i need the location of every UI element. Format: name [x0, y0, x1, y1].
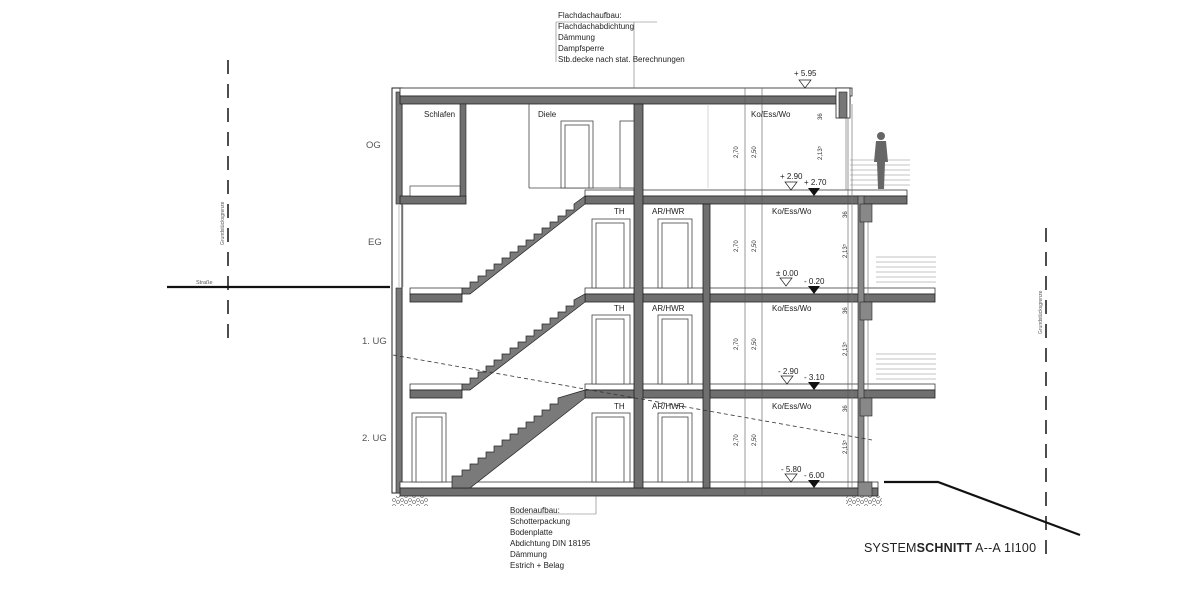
human-scale-figure — [874, 132, 888, 189]
level-label-eg: EG — [368, 237, 382, 248]
elevation-ug2-finish: - 6.00 — [804, 471, 825, 480]
title-prefix: SYSTEM — [864, 541, 917, 555]
floor-layer: Dämmung — [510, 550, 547, 559]
dimension-clear: 2,50 — [752, 434, 758, 446]
room-label: AR/HWR — [652, 304, 685, 313]
drawing-title: SYSTEMSCHNITT A--A 1I100 — [864, 541, 1036, 555]
building-envelope — [391, 87, 404, 494]
floor-layer: Estrich + Belag — [510, 561, 565, 570]
floor-slabs — [392, 189, 936, 506]
room-label: Ko/Ess/Wo — [772, 402, 812, 411]
dimension-lines — [744, 88, 849, 496]
roof-layer: Dämmung — [558, 33, 595, 42]
staircases — [451, 195, 586, 489]
roof-build-up-heading: Flachdachaufbau: — [558, 11, 622, 20]
elevation-eg-finish: - 0.20 — [804, 277, 825, 286]
dimension-window: 2,13⁵ — [843, 341, 849, 356]
dimension-clear: 2,50 — [752, 240, 758, 252]
dimension-lintel: 36 — [843, 307, 849, 314]
dimension-storey: 2,70 — [734, 434, 740, 446]
room-label: Ko/Ess/Wo — [772, 304, 812, 313]
dimension-storey: 2,70 — [734, 240, 740, 252]
room-label: Ko/Ess/Wo — [772, 207, 812, 216]
elevation-ug1-finish: - 3.10 — [804, 373, 825, 382]
dimension-clear: 2,50 — [752, 338, 758, 350]
elevation-eg-raw: ± 0.00 — [776, 269, 799, 278]
terrain-line-right — [884, 480, 1081, 537]
doors — [411, 120, 693, 483]
property-boundary-label-right: Grundstücksgrenze — [1038, 290, 1044, 334]
room-label: Ko/Ess/Wo — [751, 110, 791, 119]
level-label-og: OG — [366, 140, 381, 151]
title-suffix: A--A 1I100 — [972, 541, 1037, 555]
dimension-window: 2,13⁵ — [818, 145, 824, 160]
property-boundary-label-left: Grundstücksgrenze — [220, 201, 226, 245]
right-facade — [845, 104, 873, 497]
roof-layer: Dampfsperre — [558, 44, 605, 53]
roof-slab — [399, 87, 853, 119]
room-label: TH — [614, 402, 625, 411]
roof-layer: Stb.decke nach stat. Berechnungen — [558, 55, 685, 64]
note-leaders — [510, 21, 657, 515]
elevation-og-raw: + 2.90 — [780, 172, 803, 181]
room-label: Schlafen — [424, 110, 456, 119]
dimension-clear: 2,50 — [752, 146, 758, 158]
floor-layer: Bodenplatte — [510, 528, 553, 537]
room-label: AR/HWR — [652, 402, 685, 411]
room-label: AR/HWR — [652, 207, 685, 216]
dimension-lintel: 36 — [843, 211, 849, 218]
dimension-window: 2,13⁵ — [843, 243, 849, 258]
title-bold: SCHNITT — [916, 541, 973, 555]
dimension-window: 2,13⁵ — [843, 439, 849, 454]
level-label-ug2: 2. UG — [362, 433, 387, 444]
balcony-railings — [850, 159, 936, 380]
level-label-ug1: 1. UG — [362, 336, 387, 347]
elevation-ug2-raw: - 5.80 — [781, 465, 802, 474]
elevation-roof: + 5.95 — [794, 69, 817, 78]
elevation-og-finish: + 2.70 — [804, 178, 827, 187]
dimension-lintel: 36 — [843, 405, 849, 412]
room-label: Diele — [538, 110, 557, 119]
elevation-ug1-raw: - 2.90 — [778, 367, 799, 376]
dimension-lintel: 36 — [818, 113, 824, 120]
floor-build-up-heading: Bodenaufbau: — [510, 506, 560, 515]
floor-layer: Abdichtung DIN 18195 — [510, 539, 591, 548]
room-label: TH — [614, 207, 625, 216]
dimension-storey: 2,70 — [734, 338, 740, 350]
roof-layer: Flachdachabdichtung — [558, 22, 635, 31]
interior-walls — [409, 103, 711, 489]
floor-layer: Schotterpackung — [510, 517, 571, 526]
street-label: Straße — [196, 280, 213, 286]
room-label: TH — [614, 304, 625, 313]
dimension-storey: 2,70 — [734, 146, 740, 158]
elevation-markers — [779, 79, 820, 488]
